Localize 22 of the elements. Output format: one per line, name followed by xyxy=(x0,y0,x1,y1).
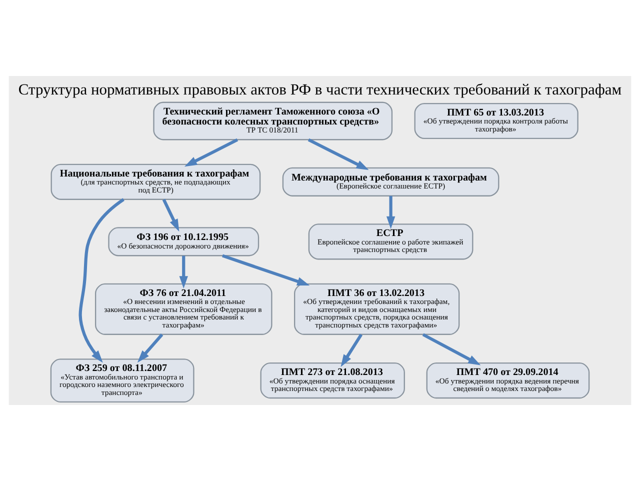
arrow xyxy=(308,138,369,170)
node-box: ЕСТР Европейское соглашение о работе экипажей транспортных средств xyxy=(308,223,474,260)
node-box: Технический регламент Таможенного союза «О безопасности колесных транспортных средств» ТР ТС 018/2011 xyxy=(153,101,393,140)
arrow xyxy=(162,198,180,232)
arrow xyxy=(179,255,188,288)
node-box: Международные требования к тахографам (Европейское соглашение ЕСТР) xyxy=(282,166,500,196)
arrow xyxy=(78,198,124,362)
arrow xyxy=(422,332,481,365)
node-box: ФЗ 259 от 08.11.2007 «Устав автомобильного транспорта и городского наземного электрического транспорта» xyxy=(50,358,194,402)
node-box: ФЗ 76 от 21.04.2011 «О внесении изменений в отдельные законодательные акты Российской Федерации в связи с установлением требований к тахографам» xyxy=(94,282,272,334)
arrow xyxy=(340,333,363,366)
node-box: ФЗ 196 от 10.12.1995 «О безопасности дорожного движения» xyxy=(108,226,260,256)
arrow xyxy=(386,195,396,228)
diagram-title: Структура нормативных правовых актов РФ в части технических требований к тахографам xyxy=(18,81,622,98)
node-box: Национальные требования к тахографам (для транспортных средств, не подпадающих под ЕСТР) xyxy=(50,163,261,200)
node-box: ПМТ 65 от 13.03.2013 «Об утверждении порядка контроля работы тахографов» xyxy=(414,102,578,139)
node-box: ПМТ 273 от 21.08.2013 «Об утверждении порядка оснащения транспортных средств тахографами» xyxy=(260,362,405,398)
node-box: ПМТ 470 от 29.09.2014 «Об утверждении порядка ведения перечня сведений о моделях тахографов» xyxy=(426,362,590,398)
arrow xyxy=(137,333,164,362)
node-box: ПМТ 36 от 13.02.2013 «Об утверждении требований к тахографам, категорий и видов оснащаемых ими транспортных средств, порядка оснащения транспортных средств тахографами» xyxy=(294,282,460,334)
arrow xyxy=(184,138,238,166)
arrow xyxy=(222,254,310,286)
